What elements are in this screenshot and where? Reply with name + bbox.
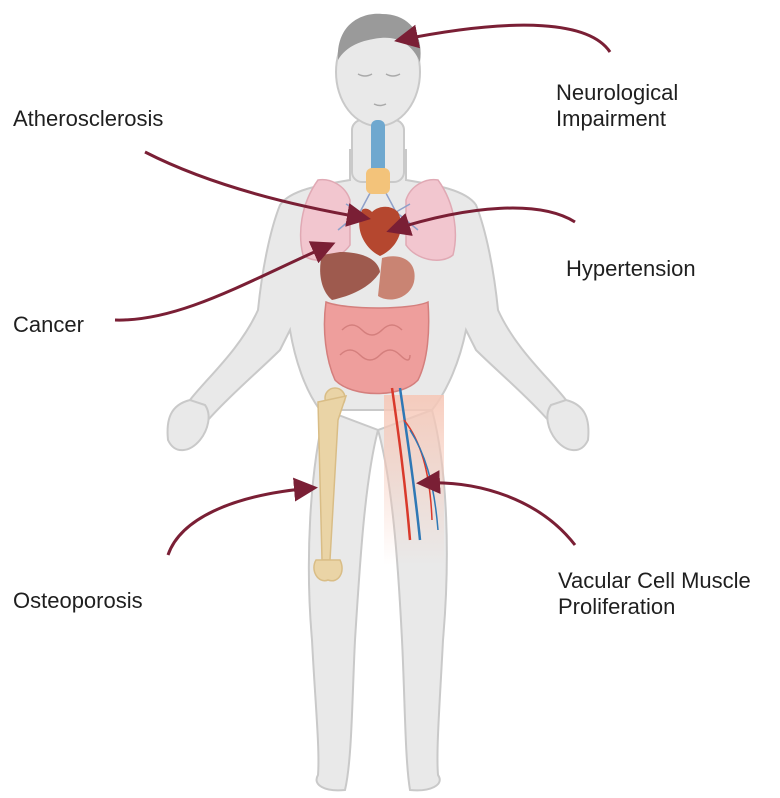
arrow-osteoporosis — [168, 488, 312, 555]
arrow-neurological — [400, 25, 610, 52]
label-hypertension: Hypertension — [566, 256, 696, 282]
label-hypertension-text: Hypertension — [566, 256, 696, 282]
label-neurological-line2: Impairment — [556, 106, 678, 132]
label-vascular-line1: Vacular Cell Muscle — [558, 568, 751, 594]
label-atherosclerosis-text: Atherosclerosis — [13, 106, 163, 132]
label-neurological-line1: Neurological — [556, 80, 678, 106]
torso — [174, 150, 582, 445]
intestines — [324, 302, 428, 394]
label-cancer-text: Cancer — [13, 312, 84, 338]
left-hand — [168, 400, 209, 450]
label-neurological-impairment: Neurological Impairment — [556, 80, 678, 132]
label-vascular-line2: Proliferation — [558, 594, 751, 620]
label-cancer: Cancer — [13, 312, 84, 338]
label-vascular-cell-muscle-proliferation: Vacular Cell Muscle Proliferation — [558, 568, 751, 620]
thyroid — [366, 168, 390, 194]
right-hand — [547, 400, 588, 450]
label-atherosclerosis: Atherosclerosis — [13, 106, 163, 132]
label-osteoporosis-text: Osteoporosis — [13, 588, 143, 614]
label-osteoporosis: Osteoporosis — [13, 588, 143, 614]
